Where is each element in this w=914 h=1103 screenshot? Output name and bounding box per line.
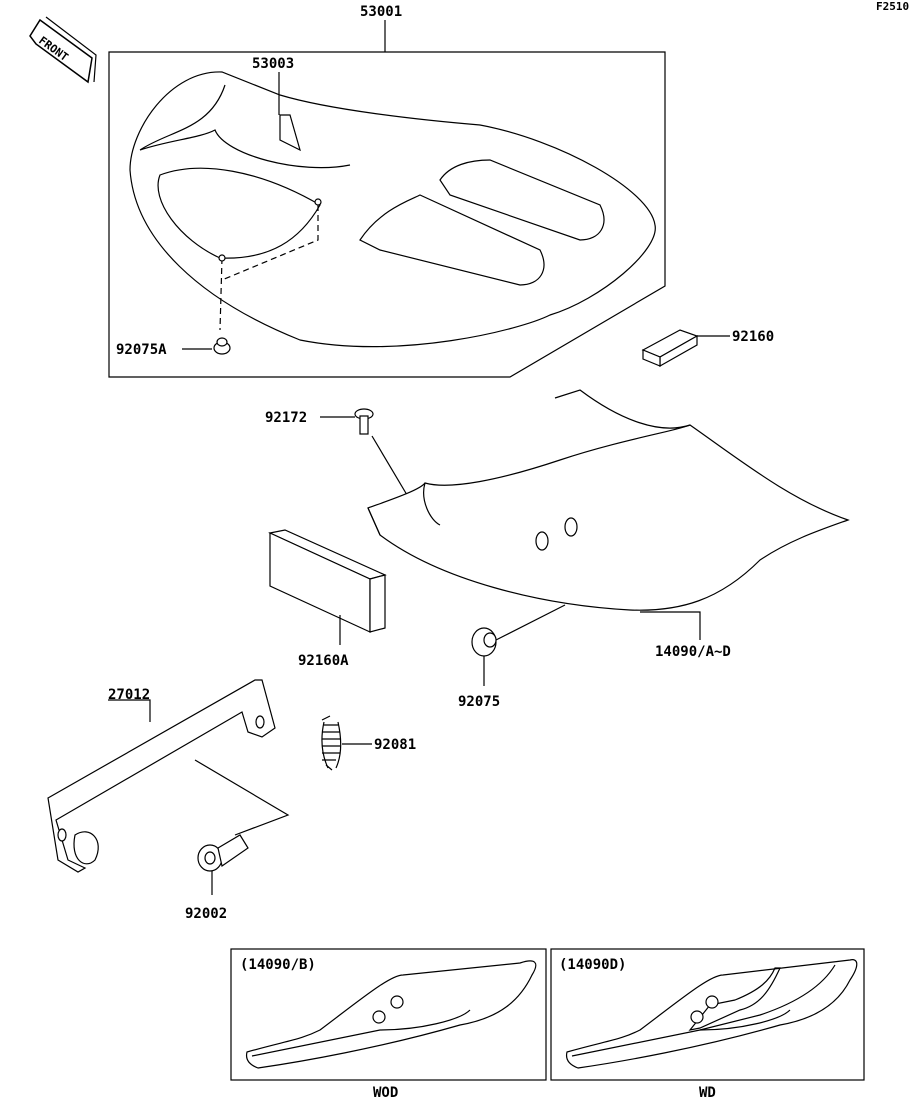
part-label-53003[interactable]: 53003 [252, 56, 294, 72]
part-label-92075a[interactable]: 92075A [116, 342, 167, 358]
variant-box-wod: (14090/B) WOD [230, 948, 547, 1101]
part-label-92081[interactable]: 92081 [374, 737, 416, 753]
part-label-92160a[interactable]: 92160A [298, 653, 349, 669]
part-label-14090[interactable]: 14090/A~D [655, 644, 731, 660]
part-label-53001[interactable]: 53001 [360, 4, 402, 20]
part-label-92075[interactable]: 92075 [458, 694, 500, 710]
bolt[interactable] [197, 834, 249, 872]
part-label-27012[interactable]: 27012 [108, 687, 150, 703]
large-pad[interactable] [268, 529, 387, 633]
small-pad[interactable] [641, 329, 699, 368]
seat[interactable] [129, 71, 656, 348]
part-label-92160[interactable]: 92160 [732, 329, 774, 345]
spring[interactable] [321, 715, 342, 771]
part-label-92002[interactable]: 92002 [185, 906, 227, 922]
bracket[interactable] [47, 679, 276, 873]
diagram-code: F2510 [876, 0, 909, 13]
variant-caption-wod: WOD [373, 1085, 398, 1101]
variant-title-wod: (14090/B) [240, 957, 316, 973]
front-arrow-icon: FRONT [29, 16, 97, 84]
variant-box-wd: (14090D) WD [550, 948, 865, 1101]
seat-damper[interactable] [213, 337, 231, 355]
damper[interactable] [471, 627, 497, 657]
seat-assembly-frame [108, 51, 666, 378]
screw[interactable] [354, 408, 374, 435]
variant-caption-wd: WD [699, 1085, 716, 1101]
part-label-92172[interactable]: 92172 [265, 410, 307, 426]
variant-title-wd: (14090D) [559, 957, 626, 973]
seat-cover[interactable] [367, 389, 850, 611]
